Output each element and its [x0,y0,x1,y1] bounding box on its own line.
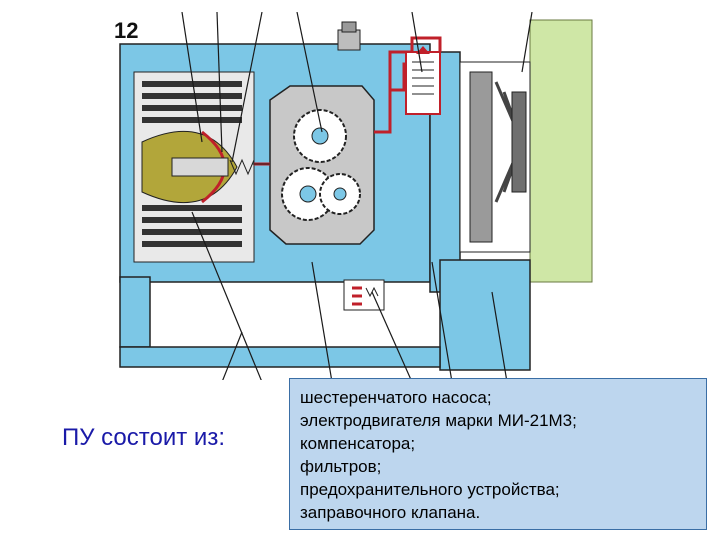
leader-lines [181,11,533,383]
bellows-compensator-icon [133,71,255,263]
figure-number: 12 [114,18,138,43]
pump-unit-label: ПУ состоит из: [62,424,225,451]
list-item: электродвигателя марки МИ-21М3; [300,411,577,430]
electric-motor-icon [459,61,531,253]
oil-lines [252,36,442,166]
components-list-box: шестеренчатого насоса; электродвигателя … [289,378,707,530]
list-item: заправочного клапана. [300,503,481,522]
filler-valve-icon [337,21,361,51]
list-item: компенсатора; [300,434,416,453]
list-item: шестеренчатого насоса; [300,388,492,407]
components-list: шестеренчатого насоса; электродвигателя … [300,386,696,524]
relief-valve-icon [405,46,441,115]
list-item: фильтров; [300,457,382,476]
motor-mount [529,19,593,283]
gear-pump-icon [269,85,375,245]
pump-unit-diagram: 12 [112,11,597,383]
list-item: предохранительного устройства; [300,480,560,499]
